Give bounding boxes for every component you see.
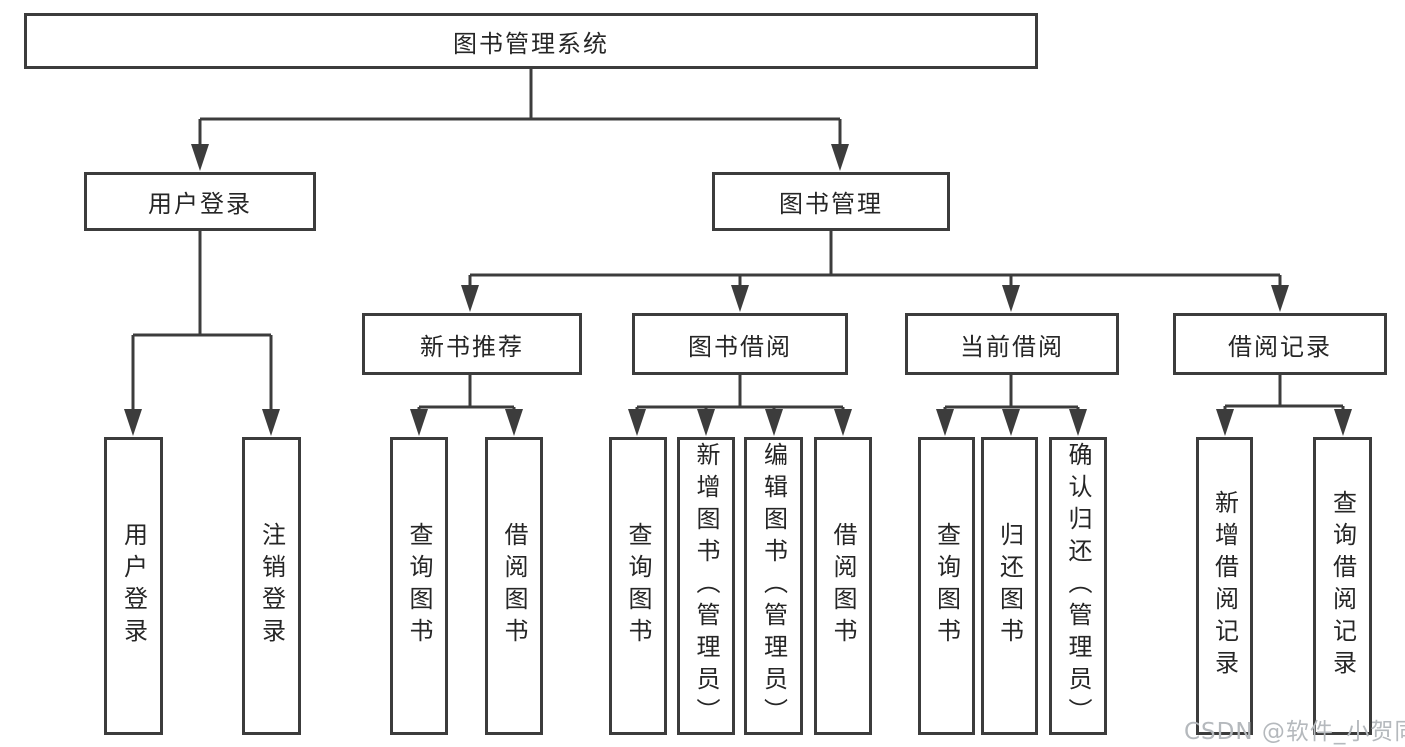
leaf-query-borrow-record-label: 查询借阅记录 bbox=[1328, 490, 1357, 682]
node-borrow-records-label: 借阅记录 bbox=[1228, 332, 1332, 361]
node-book-borrow: 图书借阅 bbox=[632, 313, 848, 375]
leaf-add-book-admin-label: 新增图书（管理员） bbox=[692, 442, 720, 730]
leaf-borrow-books-recommend: 借阅图书 bbox=[485, 437, 543, 735]
node-root-label: 图书管理系统 bbox=[453, 29, 609, 58]
node-borrow-records: 借阅记录 bbox=[1173, 313, 1387, 375]
leaf-add-borrow-record-label: 新增借阅记录 bbox=[1210, 490, 1239, 682]
leaf-query-borrow-record: 查询借阅记录 bbox=[1313, 437, 1372, 735]
node-book-borrow-label: 图书借阅 bbox=[688, 332, 792, 361]
node-new-book-recommend-label: 新书推荐 bbox=[420, 332, 524, 361]
node-current-borrow: 当前借阅 bbox=[905, 313, 1119, 375]
node-user-login-label: 用户登录 bbox=[148, 190, 252, 218]
node-root-system: 图书管理系统 bbox=[24, 13, 1038, 69]
connector-new-book-branch bbox=[417, 375, 516, 411]
leaf-edit-book-admin-label: 编辑图书（管理员） bbox=[759, 442, 788, 730]
leaf-return-book: 归还图书 bbox=[981, 437, 1038, 735]
connector-current-borrow-branch bbox=[943, 375, 1080, 411]
leaf-confirm-return-admin: 确认归还（管理员） bbox=[1049, 437, 1107, 735]
leaf-query-books-recommend-label: 查询图书 bbox=[405, 522, 433, 650]
leaf-borrow-books-recommend-label: 借阅图书 bbox=[500, 522, 528, 650]
node-user-login: 用户登录 bbox=[84, 172, 316, 231]
leaf-return-book-label: 归还图书 bbox=[995, 522, 1024, 650]
leaf-logout: 注销登录 bbox=[242, 437, 301, 735]
leaf-user-login-label: 用户登录 bbox=[119, 522, 148, 650]
connector-book-borrow-branch bbox=[635, 375, 845, 411]
leaf-borrow-books-borrow-label: 借阅图书 bbox=[829, 522, 857, 650]
leaf-confirm-return-admin-label: 确认归还（管理员） bbox=[1064, 442, 1092, 730]
leaf-edit-book-admin: 编辑图书（管理员） bbox=[744, 437, 803, 735]
node-new-book-recommend: 新书推荐 bbox=[362, 313, 582, 375]
node-book-management-label: 图书管理 bbox=[779, 190, 883, 218]
leaf-logout-label: 注销登录 bbox=[257, 522, 286, 650]
leaf-query-books-recommend: 查询图书 bbox=[390, 437, 448, 735]
connector-user-login-branch bbox=[131, 231, 273, 412]
leaf-borrow-books-borrow: 借阅图书 bbox=[814, 437, 872, 735]
leaf-query-books-borrow: 查询图书 bbox=[609, 437, 667, 735]
node-book-management: 图书管理 bbox=[712, 172, 950, 231]
csdn-watermark: CSDN @软件_小贺同学 bbox=[1184, 719, 1405, 745]
connector-root-to-level2 bbox=[198, 69, 842, 146]
leaf-query-books-borrow-label: 查询图书 bbox=[624, 522, 652, 650]
leaf-add-book-admin: 新增图书（管理员） bbox=[677, 437, 735, 735]
connector-book-management-branch bbox=[468, 231, 1282, 288]
node-current-borrow-label: 当前借阅 bbox=[960, 332, 1064, 361]
leaf-query-books-current-label: 查询图书 bbox=[932, 522, 961, 650]
connector-borrow-records-branch bbox=[1223, 375, 1345, 411]
leaf-user-login: 用户登录 bbox=[104, 437, 163, 735]
leaf-query-books-current: 查询图书 bbox=[918, 437, 975, 735]
leaf-add-borrow-record: 新增借阅记录 bbox=[1196, 437, 1253, 735]
arrowheads bbox=[124, 144, 1352, 436]
